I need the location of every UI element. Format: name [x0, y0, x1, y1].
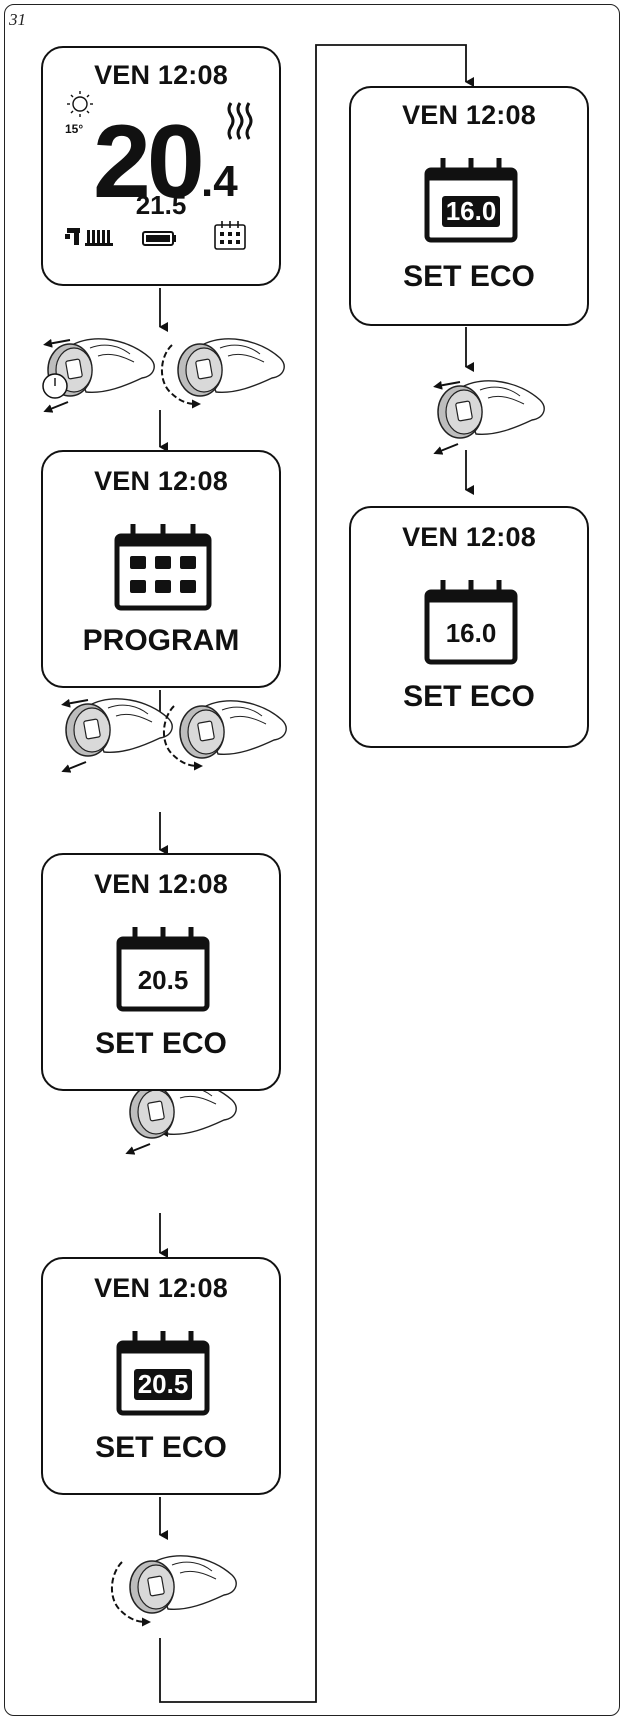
set-eco-panel: VEN 12:08 16.0 SET ECO — [349, 86, 589, 326]
set-eco-panel: VEN 12:08 20.5 SET ECO — [41, 1257, 281, 1495]
panel-header: VEN 12:08 — [402, 522, 536, 552]
panel-header: VEN 12:08 — [402, 100, 536, 130]
knob-hand-icon — [433, 380, 545, 455]
knob-hand-icon — [177, 338, 285, 397]
eco-value-highlighted: 16.0 — [442, 196, 500, 227]
eco-value-highlighted: 20.5 — [134, 1369, 192, 1400]
set-eco-panel: VEN 12:08 20.5 SET ECO — [41, 853, 281, 1091]
panel-label: PROGRAM — [82, 624, 240, 657]
knob-hand-icon — [43, 338, 155, 413]
knob-hand-icon — [129, 1555, 237, 1614]
heating-waves-icon — [227, 102, 253, 140]
program-panel: VEN 12:08 PROGRAM — [41, 450, 281, 688]
rotate-arrow-icon — [163, 705, 203, 771]
outdoor-temp: 15° — [65, 122, 84, 136]
eco-value: 20.5 — [137, 965, 189, 995]
set-eco-panel: VEN 12:08 16.0 SET ECO — [349, 506, 589, 748]
room-temperature: 20 — [93, 104, 205, 220]
radiator-icon — [65, 228, 113, 246]
calendar-icon — [214, 221, 246, 250]
calendar-icon — [114, 524, 212, 611]
panel-label: SET ECO — [403, 260, 535, 293]
knob-hand-icon — [179, 700, 287, 759]
rotate-arrow-icon — [111, 1561, 151, 1627]
battery-icon — [142, 231, 176, 246]
arrow-loop — [159, 44, 474, 1703]
panel-header: VEN 12:08 — [94, 466, 228, 496]
home-screen-panel: VEN 12:08 — [41, 46, 281, 286]
panel-header: VEN 12:08 — [94, 1273, 228, 1303]
home-icons — [65, 91, 253, 250]
calendar-icon — [424, 580, 518, 665]
figure-frame — [4, 4, 620, 1716]
panel-header: VEN 12:08 — [94, 60, 228, 90]
clock-icon — [42, 373, 68, 399]
panel-label: SET ECO — [95, 1431, 227, 1464]
panel-label: SET ECO — [95, 1027, 227, 1060]
calendar-icon — [116, 927, 210, 1012]
rotate-arrow-icon — [161, 344, 201, 409]
knob-hand-icon — [61, 698, 173, 773]
room-temperature-decimal: .4 — [201, 157, 238, 206]
panel-label: SET ECO — [403, 680, 535, 713]
eco-value: 16.0 — [445, 618, 497, 648]
sun-icon — [67, 91, 93, 117]
figure-number: 31 — [9, 10, 26, 29]
setpoint-temperature: 21.5 — [135, 190, 187, 220]
panel-header: VEN 12:08 — [94, 869, 228, 899]
